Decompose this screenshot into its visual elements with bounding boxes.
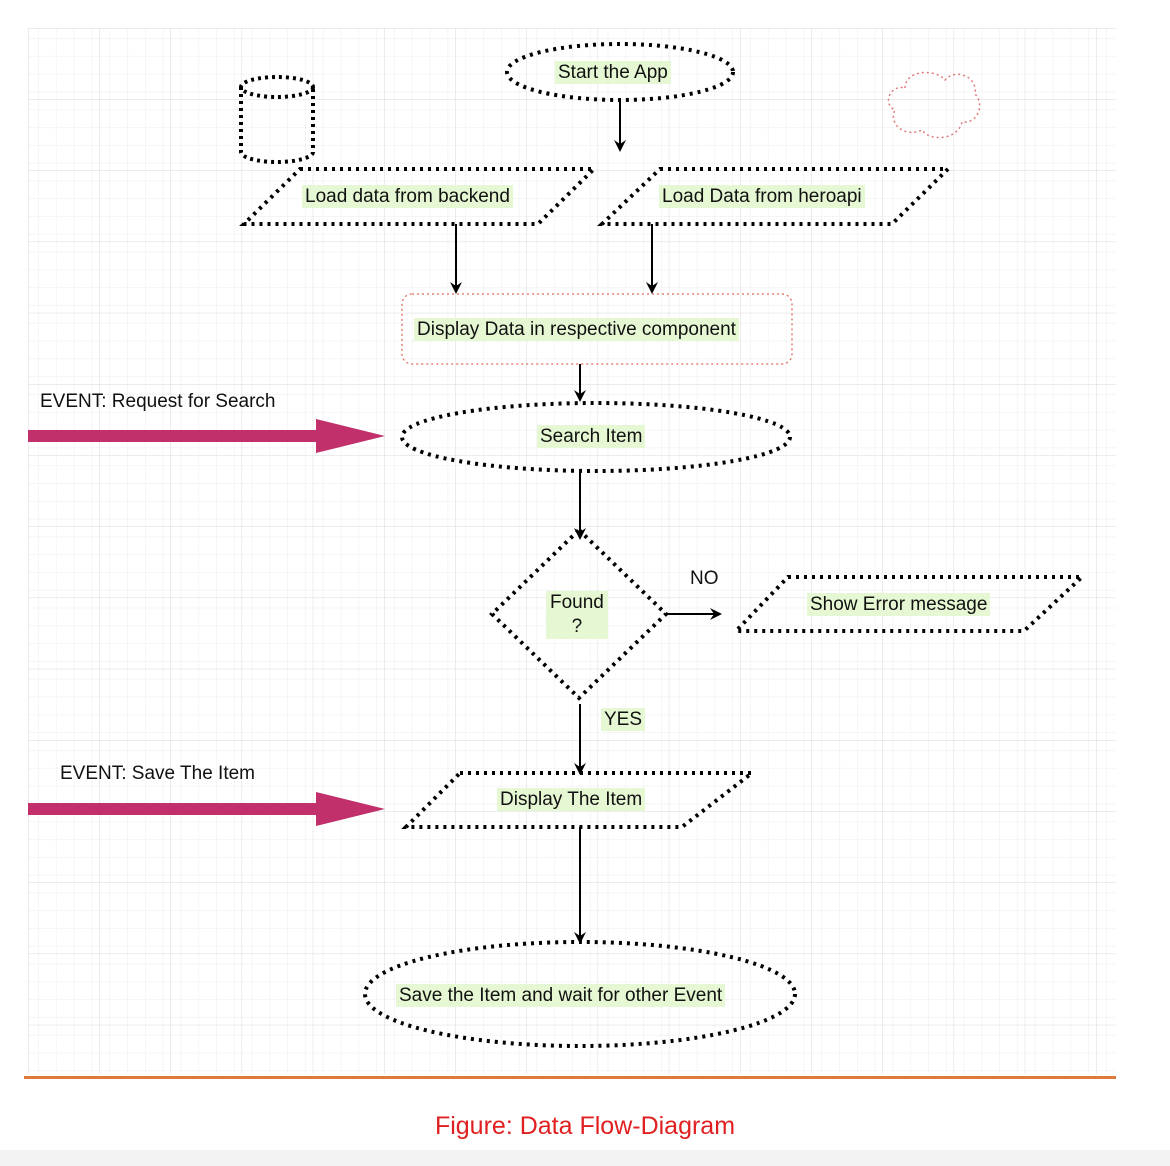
cloud-icon bbox=[887, 71, 981, 139]
display-item-node bbox=[401, 771, 758, 829]
event-arrow-save bbox=[28, 792, 385, 826]
database-icon bbox=[239, 75, 315, 164]
display-data-text: Display Data in respective component bbox=[414, 318, 739, 341]
show-error-text: Show Error message bbox=[807, 593, 991, 616]
bottom-strip bbox=[0, 1150, 1170, 1166]
display-item-text: Display The Item bbox=[497, 788, 646, 811]
found-text-line2: ? bbox=[546, 615, 608, 639]
grid-background bbox=[28, 28, 1116, 1074]
load-heroapi-node bbox=[596, 167, 953, 226]
display-data-label: Display Data in respective component bbox=[414, 318, 739, 341]
event-save-label: EVENT: Save The Item bbox=[60, 763, 256, 784]
yes-text: YES bbox=[601, 708, 646, 731]
load-heroapi-text: Load Data from heroapi bbox=[659, 185, 865, 208]
show-error-label: Show Error message bbox=[807, 593, 991, 616]
found-label: Found ? bbox=[546, 591, 608, 639]
event-arrow-search bbox=[28, 419, 385, 453]
start-label: Start the App bbox=[555, 61, 671, 84]
no-text: NO bbox=[690, 568, 719, 589]
load-backend-text: Load data from backend bbox=[302, 185, 513, 208]
load-backend-label: Load data from backend bbox=[302, 185, 513, 208]
event-search-label: EVENT: Request for Search bbox=[40, 391, 276, 412]
search-item-node bbox=[400, 401, 792, 473]
display-item-label: Display The Item bbox=[497, 788, 646, 811]
yes-label: YES bbox=[601, 708, 646, 731]
save-item-text: Save the Item and wait for other Event bbox=[396, 984, 726, 1007]
search-item-text: Search Item bbox=[537, 425, 646, 448]
save-item-label: Save the Item and wait for other Event bbox=[396, 984, 726, 1007]
found-text-line1: Found bbox=[546, 591, 608, 615]
caption-rule bbox=[24, 1076, 1116, 1079]
display-data-node bbox=[401, 293, 793, 365]
no-label: NO bbox=[690, 568, 719, 590]
start-text: Start the App bbox=[555, 61, 671, 84]
load-heroapi-label: Load Data from heroapi bbox=[659, 185, 865, 208]
search-item-label: Search Item bbox=[537, 425, 646, 448]
figure-caption: Figure: Data Flow-Diagram bbox=[434, 1112, 736, 1140]
found-decision-node bbox=[489, 527, 669, 701]
